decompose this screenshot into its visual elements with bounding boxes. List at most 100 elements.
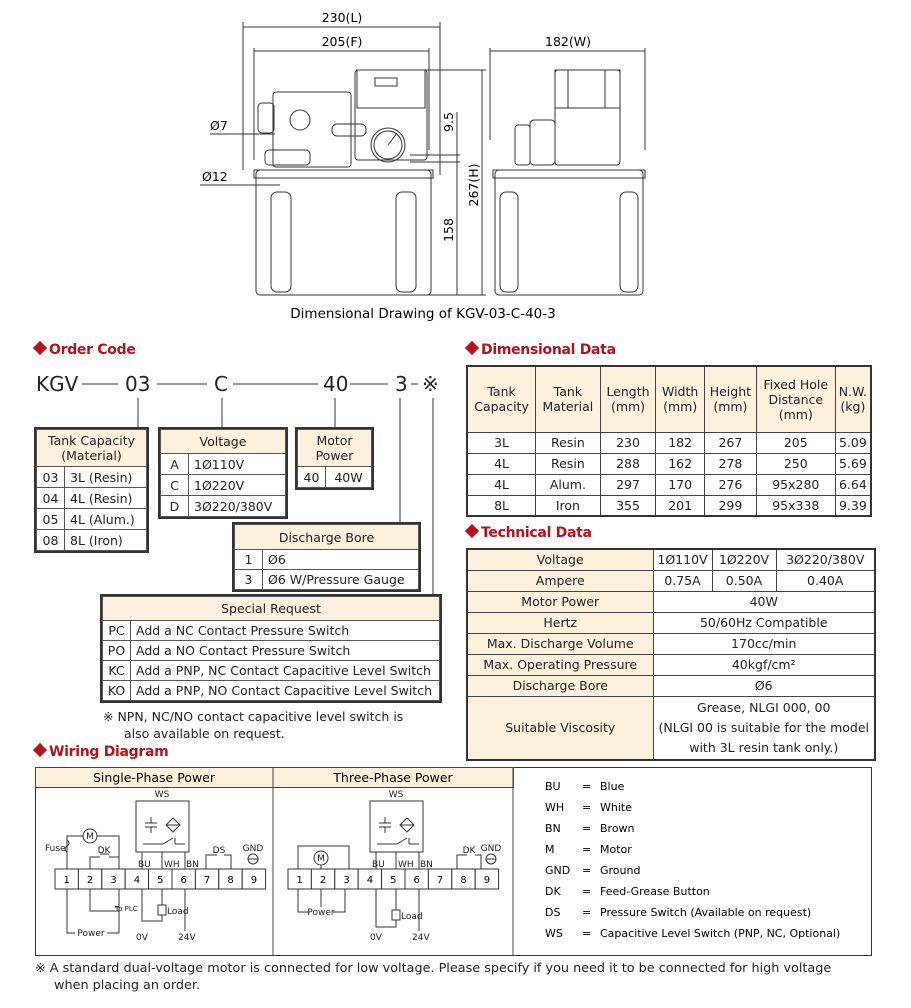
legend-description: Motor bbox=[600, 843, 632, 856]
dim-fixed-label: 205(F) bbox=[322, 34, 363, 49]
order-code-part-voltage: C bbox=[214, 372, 228, 396]
legend-description: Capacitive Level Switch (PNP, NC, Option… bbox=[600, 927, 840, 940]
discharge-volume-value: 170cc/min bbox=[652, 632, 876, 655]
table-cell: 9.39 bbox=[834, 494, 872, 517]
table-cell: 276 bbox=[704, 473, 757, 496]
value: 40W bbox=[325, 466, 372, 488]
operating-pressure-value: 40kgf/cm² bbox=[652, 653, 876, 676]
value: Add a PNP, NO Contact Capacitive Level S… bbox=[130, 680, 440, 701]
value: 1Ø110V bbox=[188, 453, 286, 475]
dim-length-label: 230(L) bbox=[322, 10, 363, 25]
wiring-legend: BU=BlueWH=WhiteBN=BrownM=MotorGND=Ground… bbox=[545, 780, 840, 940]
motor-label: M bbox=[86, 832, 94, 842]
viscosity-label: Suitable Viscosity bbox=[466, 695, 654, 760]
diamond-icon bbox=[464, 523, 480, 539]
tank-capacity-header: Tank Capacity (Material) bbox=[36, 429, 147, 467]
viscosity-line: with 3L resin tank only.) bbox=[689, 739, 839, 755]
code: A bbox=[160, 453, 189, 475]
order-code-part-motor: 40 bbox=[323, 372, 349, 396]
terminal-number: 8 bbox=[460, 875, 466, 886]
legend-description: Brown bbox=[600, 822, 635, 835]
table-cell: 278 bbox=[704, 452, 757, 475]
motor-power-label: Motor Power bbox=[466, 590, 654, 613]
terminal-number: 7 bbox=[204, 875, 210, 886]
ampere-value: 0.75A bbox=[652, 569, 713, 592]
terminal-number: 6 bbox=[181, 875, 187, 886]
legend-description: Ground bbox=[600, 864, 640, 877]
table-cell: 250 bbox=[755, 452, 836, 475]
single-phase-title: Single-Phase Power bbox=[93, 770, 216, 785]
terminal-cell bbox=[241, 868, 267, 890]
diamond-icon bbox=[32, 742, 48, 758]
power-label: Power bbox=[77, 929, 105, 939]
discharge-volume-label: Max. Discharge Volume bbox=[466, 632, 654, 655]
gnd-label: GND bbox=[243, 844, 264, 854]
value: 4L (Resin) bbox=[64, 487, 147, 509]
col-height: Height (mm) bbox=[704, 365, 757, 433]
value: 8L (Iron) bbox=[64, 529, 147, 551]
viscosity-line: Grease, NLGI 000, 00 bbox=[697, 699, 831, 715]
table-cell: 8L bbox=[466, 494, 537, 517]
terminal-number: 6 bbox=[414, 875, 420, 886]
table-cell: 205 bbox=[755, 431, 836, 454]
terminal-number: 9 bbox=[251, 875, 257, 886]
value: Add a NC Contact Pressure Switch bbox=[130, 620, 440, 641]
drawing-caption: Dimensional Drawing of KGV-03-C-40-3 bbox=[290, 306, 555, 322]
legend-code: GND bbox=[545, 864, 570, 877]
value: Ø6 bbox=[262, 549, 419, 570]
technical-data-title: Technical Data bbox=[481, 525, 592, 541]
footer-note-1: ※ A standard dual-voltage motor is conne… bbox=[35, 961, 832, 976]
order-code-heading: Order Code bbox=[32, 340, 136, 358]
special-request-note-2: also available on request. bbox=[124, 726, 285, 741]
footer-note-2: when placing an order. bbox=[54, 978, 201, 993]
dk-label: DK bbox=[98, 846, 112, 856]
viscosity-value: Grease, NLGI 000, 00(NLGI 00 is suitable… bbox=[652, 695, 876, 760]
legend-description: Feed-Grease Button bbox=[600, 885, 710, 898]
value: Ø6 W/Pressure Gauge bbox=[262, 569, 419, 590]
dim-hole-large-label: Ø12 bbox=[202, 169, 228, 184]
col-length: Length (mm) bbox=[599, 365, 657, 433]
legend-equals: = bbox=[582, 885, 591, 898]
order-code-part-special: ※ bbox=[422, 372, 439, 396]
order-code-title: Order Code bbox=[49, 342, 136, 358]
legend-code: DS bbox=[545, 906, 560, 919]
col-width: Width (mm) bbox=[655, 365, 705, 433]
col-tank-material: Tank Material bbox=[535, 365, 601, 433]
terminal-number: 9 bbox=[484, 875, 490, 886]
voltage-value: 1Ø110V bbox=[652, 548, 713, 571]
terminal-number: 7 bbox=[437, 875, 443, 886]
table-cell: 95x338 bbox=[755, 494, 836, 517]
v24-label: 24V bbox=[412, 933, 430, 943]
motor-power-header: Motor Power bbox=[297, 429, 372, 467]
bn-label: BN bbox=[420, 860, 433, 870]
legend-code: BN bbox=[545, 822, 561, 835]
fuse-label: Fuse bbox=[45, 844, 66, 854]
load-label: Load bbox=[401, 912, 423, 922]
diamond-icon bbox=[464, 340, 480, 356]
dim-hole-small-label: Ø7 bbox=[210, 118, 228, 133]
table-cell: Iron bbox=[535, 494, 601, 517]
code: D bbox=[160, 495, 189, 517]
to-plc-label: To PLC bbox=[114, 905, 138, 913]
code: KO bbox=[102, 680, 131, 701]
special-request-header: Special Request bbox=[102, 596, 440, 621]
legend-equals: = bbox=[582, 906, 591, 919]
bu-label: BU bbox=[372, 860, 385, 870]
code: 1 bbox=[234, 549, 263, 570]
motor-power-value: 40W bbox=[652, 590, 876, 613]
bn-label: BN bbox=[186, 860, 199, 870]
dk-label: DK bbox=[463, 846, 477, 856]
code: 08 bbox=[36, 529, 65, 551]
legend-description: Blue bbox=[600, 780, 625, 793]
legend-code: DK bbox=[545, 885, 561, 898]
